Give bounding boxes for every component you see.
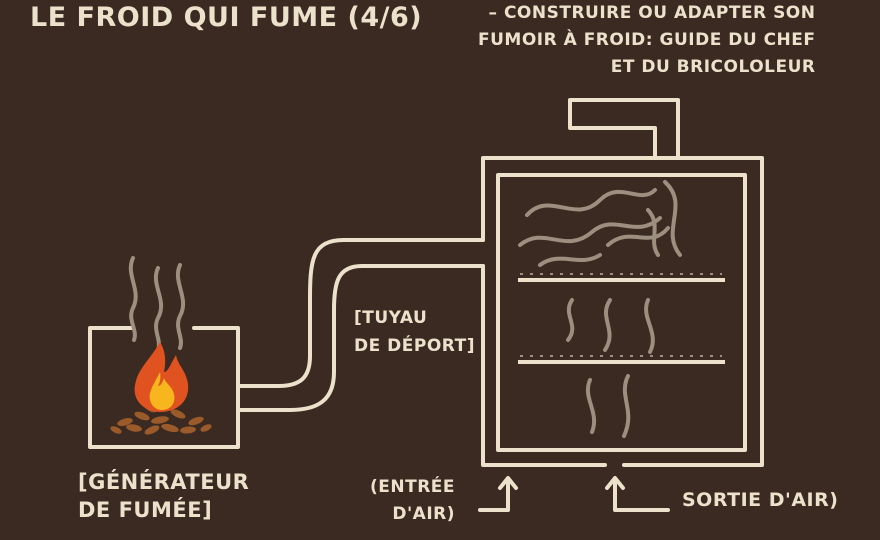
chimney: [568, 98, 680, 160]
subtitle-line-2: FUMOIR À FROID: GUIDE DU CHEF: [478, 30, 816, 50]
label-air-inlet-line-2: D'AIR): [392, 504, 456, 524]
label-smoke-pipe-line-2: DE DÉPORT]: [354, 336, 475, 356]
label-smoke-generator: [GÉNÉRATEUR DE FUMÉE]: [78, 468, 249, 524]
smoke-icon: [518, 180, 682, 438]
rack-upper: [518, 273, 725, 282]
fire-icon: [134, 342, 189, 412]
label-smoke-pipe-line-1: [TUYAU: [354, 308, 428, 328]
label-air-inlet: (ENTRÉE D'AIR): [370, 474, 455, 528]
generator-smoke-icon: [128, 256, 186, 352]
arrow-up-icon: [478, 476, 518, 512]
page-title: LE FROID QUI FUME (4/6): [30, 2, 423, 33]
smoking-chamber-outer: [481, 156, 764, 467]
subtitle-line-1: – CONSTRUIRE OU ADAPTER SON: [488, 3, 816, 23]
rack-lower: [518, 355, 725, 364]
label-smoke-generator-line-2: DE FUMÉE]: [78, 498, 213, 522]
subtitle: – CONSTRUIRE OU ADAPTER SON FUMOIR À FRO…: [478, 0, 816, 81]
subtitle-line-3: ET DU BRICOLOLEUR: [610, 57, 816, 77]
label-smoke-generator-line-1: [GÉNÉRATEUR: [78, 470, 250, 494]
arrow-up-icon: [605, 476, 670, 512]
smoke-pipe: [236, 238, 485, 388]
smoke-generator-box: [88, 326, 240, 449]
smoke-pipe-inner: [236, 264, 485, 412]
label-air-inlet-line-1: (ENTRÉE: [370, 477, 456, 497]
label-smoke-pipe: [TUYAU DE DÉPORT]: [354, 304, 475, 360]
smoking-chamber-inner: [496, 173, 747, 452]
label-air-outlet: SORTIE D'AIR): [682, 489, 839, 511]
